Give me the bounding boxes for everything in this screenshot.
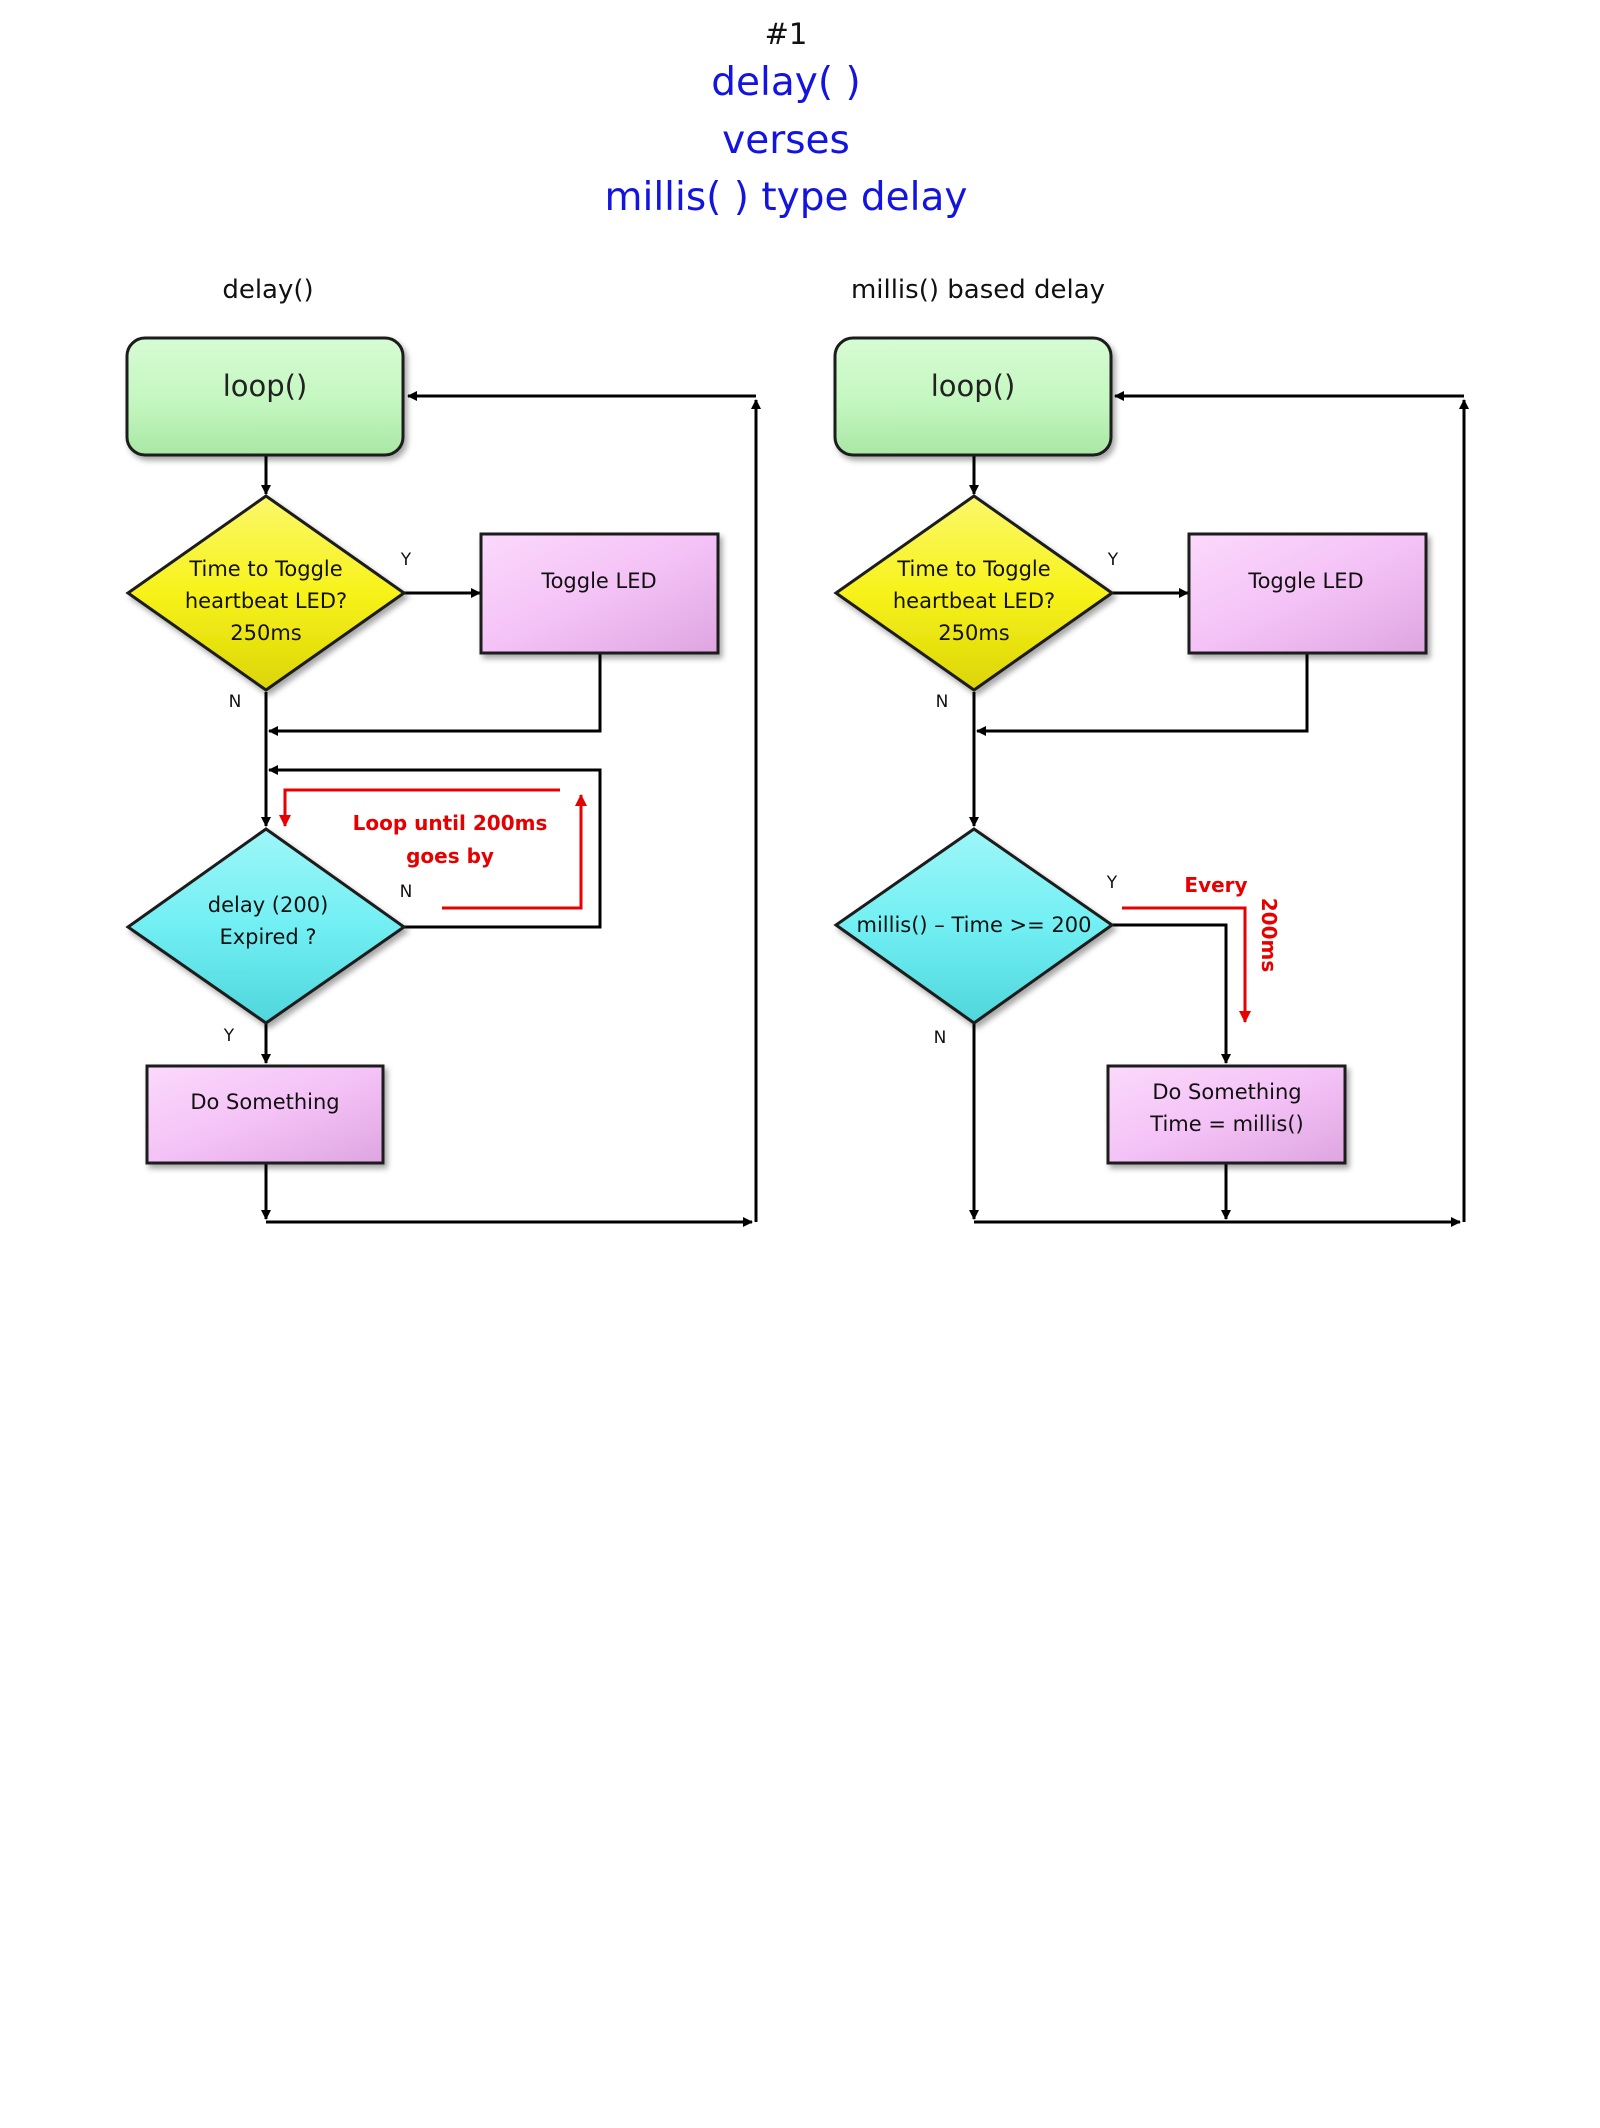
left-decision1-diamond	[125, 494, 407, 692]
title-line-1: delay( )	[711, 60, 860, 105]
right-decision1-no-label: N	[936, 692, 949, 712]
right-decision2-yes-label: Y	[1106, 873, 1118, 893]
left-note-line-1: Loop until 200ms	[353, 811, 548, 835]
left-loop-label: loop()	[223, 369, 308, 403]
right-loop-label: loop()	[931, 369, 1016, 403]
right-decision2-label: millis() – Time >= 200	[857, 913, 1092, 937]
right-section-title: millis() based delay	[851, 275, 1105, 305]
right-decision1-line-1: Time to Toggle	[896, 557, 1050, 581]
left-decision1-line-3: 250ms	[230, 621, 301, 645]
right-decision1-line-3: 250ms	[938, 621, 1009, 645]
left-decision2-yes-label: Y	[223, 1026, 235, 1046]
right-decision2-no-label: N	[934, 1028, 947, 1048]
page-number: #1	[765, 17, 808, 51]
right-decision2-diamond	[833, 827, 1115, 1025]
right-toggle-return-line	[976, 654, 1309, 736]
right-do-something-line-2: Time = millis()	[1149, 1112, 1303, 1136]
right-decision1-line-2: heartbeat LED?	[893, 589, 1055, 613]
left-section-title: delay()	[222, 275, 313, 305]
left-decision1-yes-label: Y	[400, 550, 412, 570]
right-red-interval-arrow	[1122, 906, 1251, 1023]
left-note-line-2: goes by	[406, 844, 494, 868]
left-toggle-return-line	[268, 654, 602, 736]
left-decision2-no-label: N	[400, 882, 413, 902]
left-decision1-line-1: Time to Toggle	[188, 557, 342, 581]
title-line-3: millis( ) type delay	[605, 175, 968, 220]
left-loop-box	[125, 336, 405, 457]
left-decision2-diamond	[125, 827, 407, 1025]
left-decision1-line-2: heartbeat LED?	[185, 589, 347, 613]
left-do-something-label: Do Something	[190, 1090, 339, 1114]
right-note-every: Every	[1184, 873, 1247, 897]
left-red-loop-arrow-up	[442, 794, 587, 910]
right-do-something-box	[1106, 1064, 1347, 1165]
right-toggle-led-label: Toggle LED	[1247, 569, 1363, 593]
left-decision2-line-2: Expired ?	[219, 925, 316, 949]
right-decision1-yes-label: Y	[1107, 550, 1119, 570]
right-decision2-yes-line	[1112, 923, 1231, 1064]
right-toggle-led-box	[1187, 532, 1428, 655]
left-flowchart: delay() Loop until 200ms goes by loop() …	[125, 275, 761, 1227]
right-do-something-line-1: Do Something	[1152, 1080, 1301, 1104]
left-decision1-no-label: N	[229, 692, 242, 712]
left-toggle-led-label: Toggle LED	[540, 569, 656, 593]
right-flowchart: millis() based delay Every 200ms loop() …	[833, 275, 1469, 1227]
left-toggle-led-box	[479, 532, 720, 655]
right-decision1-diamond	[833, 494, 1115, 692]
left-decision2-line-1: delay (200)	[208, 893, 329, 917]
left-red-loop-arrow-down	[279, 788, 560, 827]
left-do-something-box	[145, 1064, 385, 1165]
right-note-interval: 200ms	[1257, 898, 1281, 973]
left-decision2-no-loop-line	[268, 765, 602, 929]
title-line-2: verses	[722, 118, 850, 163]
right-loop-box	[833, 336, 1113, 457]
